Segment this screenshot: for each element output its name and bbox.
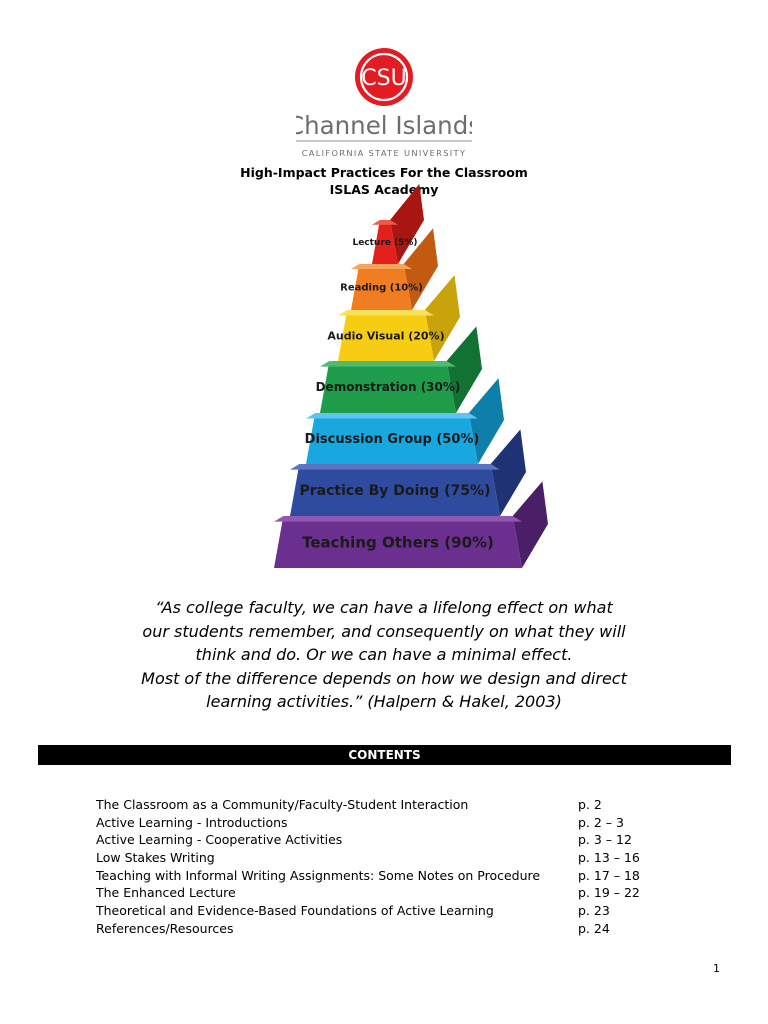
pyramid-tier-top (290, 464, 500, 470)
toc-item-title: Low Stakes Writing (96, 850, 215, 866)
toc-item: Active Learning - Introductions p. 2 – 3 (96, 814, 656, 832)
toc-item: References/Resources p. 24 (96, 920, 656, 938)
pyramid-tier-side (468, 378, 504, 464)
toc-item-pages: p. 2 (578, 797, 602, 812)
toc-item-title: The Enhanced Lecture (96, 885, 236, 901)
pyramid-tier-label: Practice By Doing (75%) (300, 483, 491, 499)
pyramid-tier-top (351, 264, 412, 269)
toc-item-pages: p. 17 – 18 (578, 867, 640, 883)
toc-item: The Classroom as a Community/Faculty-Stu… (96, 796, 656, 814)
pyramid-tier-front (290, 464, 500, 516)
toc-item: Low Stakes Writing p. 13 – 16 (96, 849, 656, 867)
page-number: 1 (713, 962, 720, 975)
pyramid-tier-front (274, 516, 522, 568)
logo-ring (359, 52, 409, 102)
toc-item-pages: p. 23 (578, 903, 610, 919)
quote-block: “As college faculty, we can have a lifel… (140, 596, 628, 714)
pyramid-tier-side (490, 429, 526, 516)
toc-item-title: The Classroom as a Community/Faculty-Stu… (96, 797, 469, 812)
pyramid-tier-label: Teaching Others (90%) (302, 533, 494, 551)
toc-item: The Enhanced Lecture p. 19 – 22 (96, 884, 656, 902)
quote-line: think and do. Or we can have a minimal e… (195, 645, 573, 664)
pyramid-tier-front (372, 220, 398, 264)
toc-item-title: References/Resources (96, 920, 234, 936)
pyramid-tier: Practice By Doing (75%) (290, 429, 526, 516)
document-header: High-Impact Practices For the Classroom … (0, 164, 768, 198)
quote-line: our students remember, and consequently … (142, 621, 626, 641)
toc-item: Active Learning - Cooperative Activities… (96, 831, 656, 849)
pyramid-tier: Audio Visual (20%) (327, 275, 460, 361)
toc-item-title: Active Learning - Introductions (96, 814, 288, 830)
quote-line: “As college faculty, we can have a lifel… (155, 598, 613, 617)
pyramid-tier-side (403, 228, 438, 310)
quote-line: learning activities.” (Halpern & Hakel, … (206, 692, 562, 711)
quote-line: Most of the difference depends on how we… (141, 668, 627, 688)
document-subtitle: ISLAS Academy (329, 182, 439, 197)
toc-item-pages: p. 2 – 3 (578, 814, 624, 830)
pyramid-tier-label: Discussion Group (50%) (305, 432, 480, 447)
pyramid-tier-front (338, 310, 434, 361)
csu-logo-icon: CSU Channel Islands CALIFORNIA STATE UNI… (296, 48, 472, 158)
logo-circle (355, 48, 413, 106)
toc-item-pages: p. 19 – 22 (578, 885, 640, 901)
pyramid-tier-side (424, 275, 460, 361)
pyramid-tier: Reading (10%) (340, 228, 438, 310)
pyramid-tier: Discussion Group (50%) (305, 378, 504, 464)
toc-item-pages: p. 3 – 12 (578, 832, 632, 848)
pyramid-tier-label: Demonstration (30%) (316, 380, 461, 394)
university-logo: CSU Channel Islands CALIFORNIA STATE UNI… (296, 44, 472, 160)
pyramid-tier: Demonstration (30%) (316, 326, 482, 413)
document-title: High-Impact Practices For the Classroom (240, 165, 528, 180)
toc-item-title: Theoretical and Evidence-Based Foundatio… (96, 903, 494, 919)
pyramid-tier-label: Audio Visual (20%) (327, 329, 444, 342)
pyramid-tier-top (338, 310, 434, 316)
toc-item-title: Teaching with Informal Writing Assignmen… (96, 867, 541, 883)
toc-item-title: Active Learning - Cooperative Activities (96, 832, 343, 848)
pyramid-tier-top (274, 516, 522, 522)
pyramid-tier: Teaching Others (90%) (274, 481, 548, 568)
pyramid-tier-top (306, 413, 478, 419)
pyramid-tier-label: Reading (10%) (340, 283, 423, 294)
pyramid-tier-side (446, 326, 482, 413)
pyramid-tier-front (306, 413, 478, 464)
logo-name: Channel Islands (296, 111, 472, 140)
pyramid-tier-label: Lecture (5%) (352, 238, 417, 248)
toc-item: Teaching with Informal Writing Assignmen… (96, 867, 656, 885)
pyramid-tier: Lecture (5%) (352, 183, 424, 264)
contents-heading: CONTENTS (38, 745, 731, 765)
pyramid-tier-front (351, 264, 412, 310)
pyramid-tier-side (390, 183, 424, 264)
logo-monogram: CSU (361, 66, 406, 91)
pyramid-tier-front (320, 361, 456, 413)
table-of-contents: The Classroom as a Community/Faculty-Stu… (96, 796, 656, 938)
toc-item-pages: p. 13 – 16 (578, 850, 640, 866)
pyramid-tier-top (320, 361, 456, 367)
toc-item: Theoretical and Evidence-Based Foundatio… (96, 902, 656, 920)
toc-item-pages: p. 24 (578, 920, 610, 936)
pyramid-tier-side (512, 481, 548, 568)
logo-subtitle: CALIFORNIA STATE UNIVERSITY (302, 148, 467, 158)
pyramid-tier-top (372, 220, 398, 225)
